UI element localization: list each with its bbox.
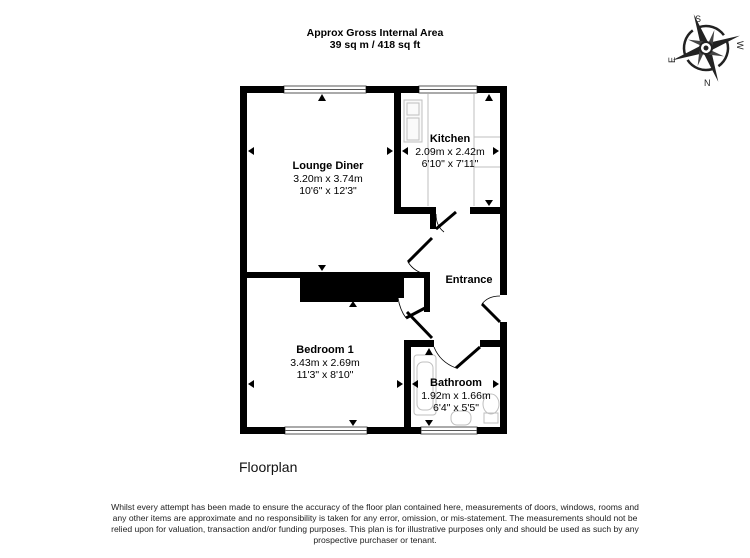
disclaimer: Whilst every attempt has been made to en… bbox=[0, 502, 750, 546]
room-name: Bedroom 1 bbox=[296, 344, 354, 356]
floorplan-caption: Floorplan bbox=[239, 459, 298, 475]
room-metric: 1.92m x 1.66m bbox=[421, 389, 491, 402]
disclaimer-line: Whilst every attempt has been made to en… bbox=[111, 502, 639, 512]
room-name: Entrance bbox=[445, 274, 493, 286]
area-header: Approx Gross Internal Area 39 sq m / 418… bbox=[0, 27, 750, 51]
area-title: Approx Gross Internal Area bbox=[306, 27, 444, 39]
measurement-arrows bbox=[248, 94, 499, 426]
compass-label-n: N bbox=[704, 78, 711, 88]
room-imperial: 6'4" x 5'5" bbox=[433, 402, 479, 414]
room-metric: 3.43m x 2.69m bbox=[290, 356, 360, 369]
room-entrance: Entrance bbox=[437, 274, 501, 287]
room-name: Kitchen bbox=[429, 133, 471, 145]
room-imperial: 10'6" x 12'3" bbox=[299, 185, 357, 197]
disclaimer-line: prospective purchaser or tenant. bbox=[313, 535, 437, 545]
compass-icon: S W N E bbox=[667, 14, 745, 88]
room-imperial: 11'3" x 8'10" bbox=[296, 369, 354, 381]
disclaimer-line: any other items are approximate and no r… bbox=[112, 513, 638, 523]
room-imperial: 6'10" x 7'11" bbox=[421, 158, 479, 170]
room-metric: 2.09m x 2.42m bbox=[415, 145, 485, 158]
compass-label-w: W bbox=[735, 41, 745, 50]
room-metric: 3.20m x 3.74m bbox=[293, 172, 363, 185]
room-name: Lounge Diner bbox=[292, 160, 364, 172]
compass-label-s: S bbox=[695, 14, 701, 24]
room-bathroom: Bathroom 1.92m x 1.66m 6'4" x 5'5" bbox=[412, 377, 500, 415]
compass-label-e: E bbox=[667, 57, 677, 63]
room-name: Bathroom bbox=[430, 377, 482, 389]
area-value: 39 sq m / 418 sq ft bbox=[329, 39, 421, 51]
disclaimer-line: relied upon for valuation, transaction a… bbox=[111, 524, 639, 534]
doors bbox=[397, 210, 502, 370]
walls bbox=[240, 86, 507, 434]
room-bedroom-1: Bedroom 1 3.43m x 2.69m 11'3" x 8'10" bbox=[260, 344, 390, 382]
room-lounge-diner: Lounge Diner 3.20m x 3.74m 10'6" x 12'3" bbox=[265, 160, 391, 198]
room-kitchen: Kitchen 2.09m x 2.42m 6'10" x 7'11" bbox=[400, 133, 500, 171]
